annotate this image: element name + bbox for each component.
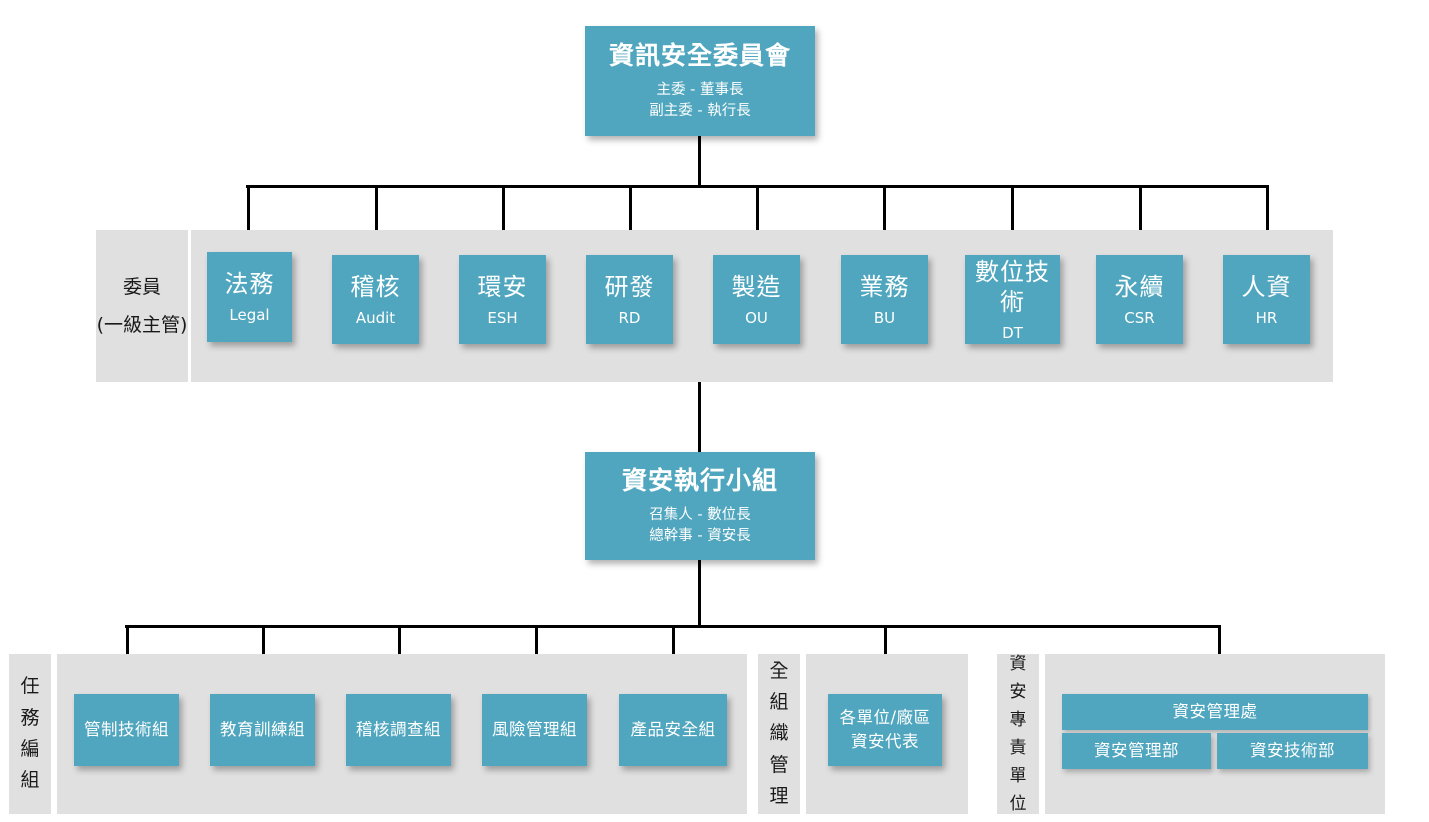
node-task-control-technology[interactable]: 管制技術組 xyxy=(74,694,179,766)
rail-char: 理 xyxy=(769,785,789,808)
node-information-security-committee[interactable]: 資訊安全委員會 主委 - 董事長 副主委 - 執行長 xyxy=(585,26,815,136)
connector-drop-member-2 xyxy=(375,185,378,252)
rail-char: 單 xyxy=(1009,766,1027,787)
connector-drop-member-9 xyxy=(1266,185,1269,252)
node-member-rd[interactable]: 研發 RD xyxy=(586,255,673,344)
rail-char: 專 xyxy=(1009,709,1027,730)
node-security-management-division[interactable]: 資安管理處 xyxy=(1062,694,1368,730)
member-name-cn: 業務 xyxy=(859,272,910,301)
rail-char: 組 xyxy=(769,690,789,713)
member-name-en: BU xyxy=(873,308,896,327)
connector-committee-down xyxy=(698,136,701,186)
node-member-bu[interactable]: 業務 BU xyxy=(841,255,928,344)
rail-char: 安 xyxy=(1009,681,1027,702)
member-name-cn: 法務 xyxy=(224,270,275,299)
member-name-en: Audit xyxy=(355,308,396,327)
member-name-en: RD xyxy=(618,308,641,327)
member-name-en: DT xyxy=(1002,323,1023,342)
node-member-esh[interactable]: 環安 ESH xyxy=(459,255,546,344)
member-name-cn: 永續 xyxy=(1114,272,1165,301)
exec-team-role-secretary: 總幹事 - 資安長 xyxy=(649,527,751,544)
representative-line-1: 各單位/廠區 xyxy=(839,708,931,728)
exec-team-roles: 召集人 - 數位長 總幹事 - 資安長 xyxy=(649,505,750,547)
member-name-cn: 研發 xyxy=(604,272,655,301)
connector-drop-member-4 xyxy=(629,185,632,252)
node-member-csr[interactable]: 永續 CSR xyxy=(1096,255,1183,344)
rail-label-task-group: 任 務 編 組 xyxy=(9,654,51,814)
rail-char: 織 xyxy=(769,722,789,745)
node-task-product-security[interactable]: 產品安全組 xyxy=(619,694,727,766)
member-name-cn: 環安 xyxy=(477,272,528,301)
rail-char: 責 xyxy=(1009,738,1027,758)
node-task-audit-investigation[interactable]: 稽核調查組 xyxy=(346,694,451,766)
representative-line-2: 資安代表 xyxy=(851,732,919,751)
node-member-legal[interactable]: 法務 Legal xyxy=(207,252,292,342)
member-name-en: OU xyxy=(745,308,768,327)
connector-drop-member-5 xyxy=(756,185,759,252)
rail-char: 任 xyxy=(20,675,40,698)
member-name-cn: 稽核 xyxy=(350,272,401,301)
member-name-cn: 製造 xyxy=(731,272,782,301)
rail-label-line-2: (一級主管) xyxy=(96,314,188,336)
rail-label-line-1: 委員 xyxy=(122,276,161,298)
member-name-cn: 人資 xyxy=(1241,272,1292,301)
member-name-en: CSR xyxy=(1124,308,1155,327)
node-member-audit[interactable]: 稽核 Audit xyxy=(332,255,419,344)
member-name-en: ESH xyxy=(487,308,518,327)
committee-title: 資訊安全委員會 xyxy=(608,41,791,71)
exec-team-role-convener: 召集人 - 數位長 xyxy=(649,506,751,523)
node-member-hr[interactable]: 人資 HR xyxy=(1223,255,1310,344)
member-name-en: Legal xyxy=(229,306,270,325)
node-security-management-department[interactable]: 資安管理部 xyxy=(1062,733,1211,769)
node-task-risk-management[interactable]: 風險管理組 xyxy=(482,694,587,766)
rail-label-committee-members: 委員 (一級主管) xyxy=(96,230,188,382)
rail-char: 務 xyxy=(20,706,40,729)
member-name-en: HR xyxy=(1255,308,1278,327)
rail-char: 組 xyxy=(20,769,40,792)
rail-char: 資 xyxy=(1009,653,1027,674)
connector-drop-member-6 xyxy=(883,185,886,252)
rail-char: 全 xyxy=(769,659,789,682)
exec-team-title: 資安執行小組 xyxy=(621,466,778,496)
connector-drop-member-3 xyxy=(502,185,505,252)
connector-members-to-exec xyxy=(698,382,701,452)
rail-label-dedicated-security-unit: 資 安 專 責 單 位 xyxy=(997,654,1039,814)
committee-role-chair: 主委 - 董事長 xyxy=(656,81,744,98)
node-unit-plant-security-representative[interactable]: 各單位/廠區 資安代表 xyxy=(828,694,942,766)
node-member-ou[interactable]: 製造 OU xyxy=(713,255,800,344)
rail-char: 位 xyxy=(1009,794,1027,815)
node-security-technology-department[interactable]: 資安技術部 xyxy=(1217,733,1368,769)
connector-drop-member-8 xyxy=(1139,185,1142,252)
rail-char: 管 xyxy=(769,753,789,776)
committee-role-vice-chair: 副主委 - 執行長 xyxy=(649,102,751,119)
member-name-cn: 數位技術 xyxy=(975,257,1050,316)
rail-label-org-wide-management: 全 組 織 管 理 xyxy=(758,654,800,814)
connector-drop-member-7 xyxy=(1011,185,1014,252)
node-member-dt[interactable]: 數位技術 DT xyxy=(965,255,1060,344)
node-security-execution-team[interactable]: 資安執行小組 召集人 - 數位長 總幹事 - 資安長 xyxy=(585,452,815,560)
connector-exec-down xyxy=(698,560,701,626)
rail-char: 編 xyxy=(20,738,40,760)
node-task-education-training[interactable]: 教育訓練組 xyxy=(210,694,315,766)
committee-roles: 主委 - 董事長 副主委 - 執行長 xyxy=(649,80,750,122)
connector-drop-member-1 xyxy=(247,185,250,252)
